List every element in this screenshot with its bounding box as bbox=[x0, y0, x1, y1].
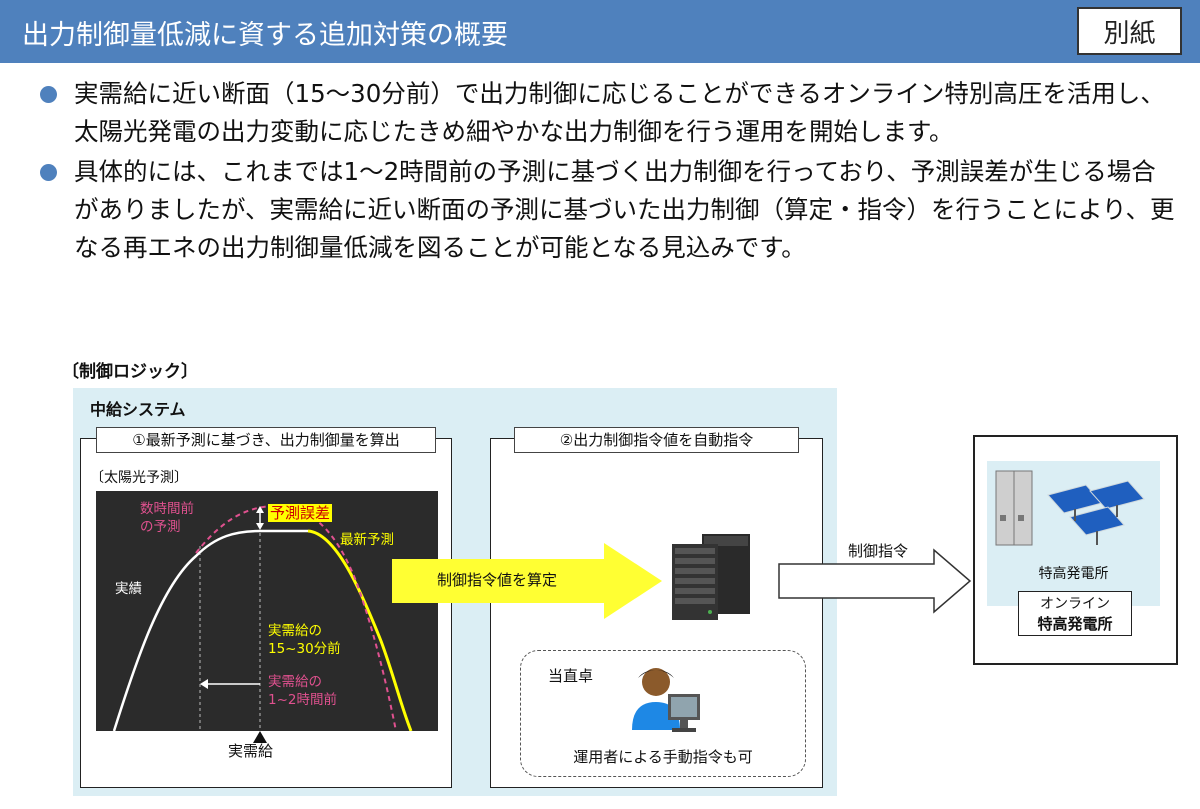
actual-curve bbox=[112, 529, 308, 731]
online-plant-badge: オンライン 特高発電所 bbox=[1018, 591, 1132, 636]
solar-forecast-label: 〔太陽光予測〕 bbox=[90, 470, 188, 486]
bullet-item: 実需給に近い断面（15～30分前）で出力制御に応じることができるオンライン特別高… bbox=[40, 75, 1180, 151]
operator-desk-label: 当直卓 bbox=[548, 667, 594, 685]
supply-system-label: 中給システム bbox=[90, 400, 186, 419]
lead-arrow-head bbox=[200, 679, 208, 689]
command-panel-title: ②出力制御指令値を自動指令 bbox=[514, 427, 799, 453]
forecast-panel-title: ①最新予測に基づき、出力制御量を算出 bbox=[96, 427, 436, 453]
solar-plant-icon bbox=[995, 470, 1145, 546]
actual-point-triangle-icon bbox=[253, 731, 267, 743]
bullet-text: 実需給に近い断面（15～30分前）で出力制御に応じることができるオンライン特別高… bbox=[74, 79, 1165, 146]
latest-forecast-curve bbox=[307, 529, 413, 731]
calculation-arrow-label: 制御指令値を算定 bbox=[437, 571, 558, 589]
operator-note: 運用者による手動指令も可 bbox=[573, 748, 753, 766]
command-label: 制御指令 bbox=[848, 542, 909, 560]
error-arrow-up bbox=[256, 506, 264, 513]
page-title: 出力制御量低減に資する追加対策の概要 bbox=[22, 20, 508, 51]
bullet-text: 具体的には、これまでは1～2時間前の予測に基づく出力制御を行っており、予測誤差が… bbox=[74, 157, 1175, 262]
attachment-tag: 別紙 bbox=[1077, 7, 1182, 55]
latest-forecast-label: 最新予測 bbox=[340, 532, 394, 548]
bullet-dot-icon bbox=[40, 86, 57, 103]
hr-before-label: 実需給の 1~2時間前 bbox=[268, 674, 337, 708]
bullet-list: 実需給に近い断面（15～30分前）で出力制御に応じることができるオンライン特別高… bbox=[40, 75, 1180, 269]
min-before-label: 実需給の 15~30分前 bbox=[268, 623, 341, 657]
solar-forecast-chart bbox=[96, 491, 438, 731]
plant-caption: 特高発電所 bbox=[1038, 566, 1109, 582]
bullet-item: 具体的には、これまでは1～2時間前の予測に基づく出力制御を行っており、予測誤差が… bbox=[40, 153, 1180, 267]
operator-icon bbox=[632, 668, 700, 732]
actual-point-label: 実需給 bbox=[228, 742, 274, 760]
old-forecast-label: 数時間前 の予測 bbox=[140, 501, 194, 535]
server-icon bbox=[672, 534, 750, 620]
old-forecast-curve bbox=[195, 504, 397, 731]
bullet-dot-icon bbox=[40, 164, 57, 181]
error-arrow-down bbox=[256, 523, 264, 530]
forecast-error-label: 予測誤差 bbox=[268, 504, 333, 522]
actual-label: 実績 bbox=[115, 581, 142, 597]
command-arrow-icon bbox=[778, 548, 972, 614]
header-bar: 出力制御量低減に資する追加対策の概要 別紙 bbox=[0, 0, 1200, 63]
logic-heading: 〔制御ロジック〕 bbox=[62, 362, 198, 382]
calculation-arrow-icon bbox=[392, 543, 662, 619]
